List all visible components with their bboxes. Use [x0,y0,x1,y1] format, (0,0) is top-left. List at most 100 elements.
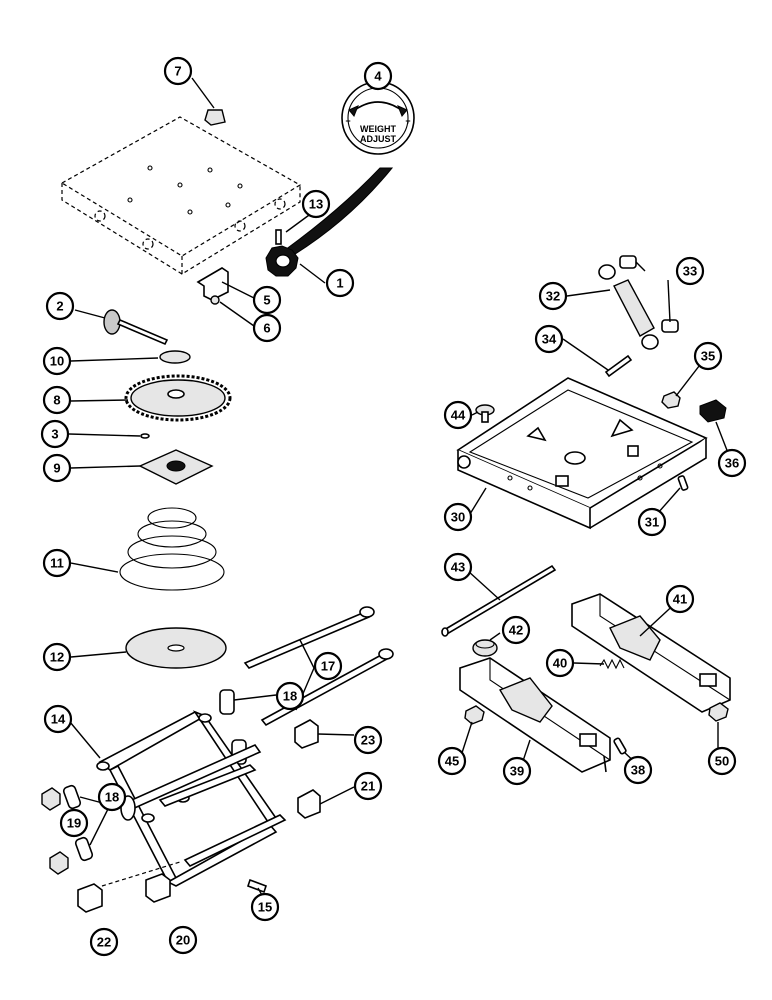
svg-text:5: 5 [263,293,270,308]
callout-21: 21 [353,771,383,801]
part-20-block [145,873,171,903]
svg-text:44: 44 [451,408,466,423]
svg-text:50: 50 [715,754,729,769]
svg-text:20: 20 [176,933,190,948]
callout-10: 10 [42,346,72,376]
part-2-shaft [103,309,169,346]
part-40-spring [599,658,625,670]
part-44-pin [475,404,495,423]
callout-30: 30 [443,502,473,532]
svg-text:12: 12 [50,650,64,665]
callout-7: 7 [163,56,193,86]
callout-17: 17 [313,651,343,681]
part-19-nut [41,787,61,811]
svg-text:43: 43 [451,560,465,575]
callout-8: 8 [42,385,72,415]
svg-text:6: 6 [263,321,270,336]
callout-14: 14 [43,704,73,734]
callout-45: 45 [437,746,467,776]
part-15-screw [246,878,268,894]
svg-text:18: 18 [283,689,297,704]
svg-text:31: 31 [645,515,659,530]
svg-text:13: 13 [309,197,323,212]
part-5-bracket [196,267,229,301]
decal-plus: + [405,116,410,126]
part-14-scissor-frame [96,710,287,887]
svg-text:10: 10 [50,354,64,369]
svg-text:32: 32 [546,289,560,304]
svg-text:1: 1 [336,276,343,291]
svg-text:4: 4 [374,69,382,84]
decal-minus: − [345,116,350,126]
svg-text:18: 18 [105,790,119,805]
svg-text:39: 39 [510,764,524,779]
weight-adjust-decal: − + WEIGHT ADJUST [341,81,415,155]
part-18-bushing [219,689,235,715]
part-35-nut [661,391,681,409]
part-36-block [699,399,727,423]
part-21-block [297,789,321,819]
part-39-slide-rail [459,657,611,773]
svg-text:45: 45 [445,754,459,769]
svg-text:41: 41 [673,592,687,607]
callout-13: 13 [301,189,331,219]
part-31-pin [677,475,689,491]
callout-40: 40 [545,648,575,678]
part-42-cap [472,639,498,657]
svg-text:30: 30 [451,510,465,525]
part-11-spring [119,507,225,591]
part-45-nut [464,705,485,725]
part-50-nut [708,702,729,722]
svg-text:23: 23 [361,733,375,748]
part-34-bolt [604,354,633,378]
callout-3: 3 [40,419,70,449]
part-3-pin [140,433,150,439]
svg-text:14: 14 [51,712,66,727]
svg-text:19: 19 [67,816,81,831]
svg-text:11: 11 [50,556,64,571]
decal-pointer [284,167,394,257]
callout-43: 43 [443,552,473,582]
svg-text:9: 9 [53,461,60,476]
callout-20: 20 [168,925,198,955]
part-7-nut [204,109,226,126]
part-32-shock-absorber [598,264,659,350]
callout-39: 39 [502,756,532,786]
part-18-bushing [74,836,94,862]
svg-text:17: 17 [321,659,335,674]
svg-text:42: 42 [509,623,523,638]
callout-23: 23 [353,725,383,755]
part-22-block [77,883,103,913]
callout-11: 11 [42,548,72,578]
callout-41: 41 [665,584,695,614]
callout-1: 1 [325,268,355,298]
svg-text:7: 7 [174,64,181,79]
callout-12: 12 [42,642,72,672]
callout-32: 32 [538,281,568,311]
callout-18-upper: 18 [275,681,305,711]
callout-2: 2 [45,291,75,321]
callout-50: 50 [707,746,737,776]
callout-9: 9 [42,453,72,483]
svg-text:33: 33 [683,264,697,279]
svg-text:22: 22 [97,935,111,950]
callout-22: 22 [89,927,119,957]
part-41-slide-rail [571,593,731,713]
part-8-gear [124,374,232,422]
callout-4: 4 [363,61,393,91]
svg-text:8: 8 [53,393,60,408]
part-9-spring-plate [138,449,214,485]
part-19-nut [49,851,69,875]
svg-text:2: 2 [56,299,63,314]
callout-19: 19 [59,808,89,838]
callout-5: 5 [252,285,282,315]
callout-38: 38 [623,755,653,785]
svg-text:15: 15 [258,900,272,915]
decal-line-1: WEIGHT [360,124,396,134]
callout-44: 44 [443,400,473,430]
part-13-pin [275,229,282,245]
callout-15: 15 [250,892,280,922]
svg-text:40: 40 [553,656,567,671]
